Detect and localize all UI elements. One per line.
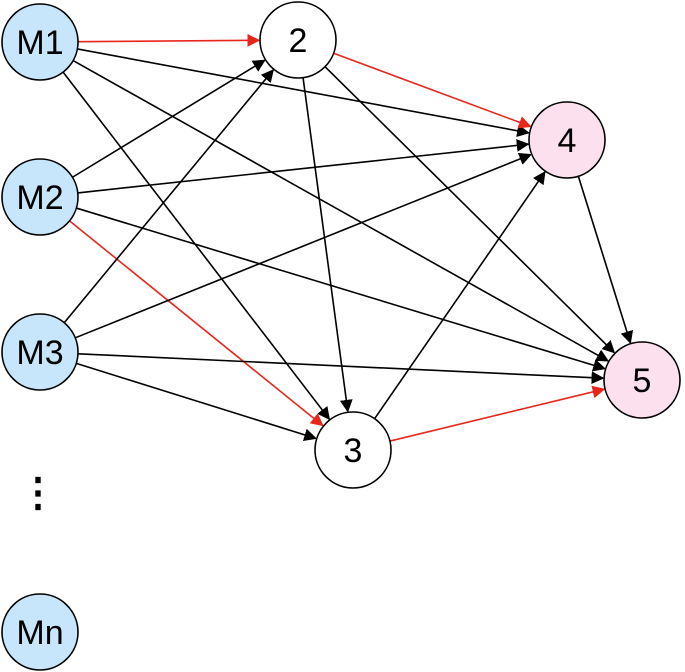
node-circle-Mn — [1, 593, 79, 671]
node-label-n3: 3 — [344, 432, 363, 470]
node-n2: 2 — [259, 1, 337, 79]
node-circle-M3 — [1, 313, 79, 391]
node-n4: 4 — [528, 101, 606, 179]
edge-M3-to-n2 — [63, 69, 274, 324]
edge-n2-to-n3 — [302, 77, 353, 413]
edge-M1-to-n3 — [62, 71, 331, 421]
edge-n4-to-n5 — [577, 176, 634, 344]
node-label-n5: 5 — [633, 362, 652, 400]
node-label-M3: M3 — [16, 334, 63, 372]
edges-layer — [62, 33, 634, 442]
node-label-Mn: Mn — [16, 614, 63, 652]
edge-M1-to-n4 — [77, 48, 530, 138]
edge-M1-to-n2 — [77, 33, 261, 47]
edge-n3-to-n5 — [389, 385, 606, 442]
edge-M3-to-n4 — [74, 152, 533, 339]
node-circle-n3 — [314, 411, 392, 489]
edge-M2-to-n2 — [72, 59, 266, 178]
node-M2: M2 — [1, 158, 79, 236]
node-circle-M1 — [1, 3, 79, 81]
node-label-n4: 4 — [558, 122, 577, 160]
edge-n3-to-n4 — [373, 171, 546, 420]
node-circle-M2 — [1, 158, 79, 236]
edge-M2-to-n5 — [76, 207, 606, 372]
edge-n2-to-n4 — [333, 52, 532, 129]
edge-M1-to-n5 — [72, 59, 610, 362]
node-n5: 5 — [603, 341, 681, 419]
edge-M3-to-n3 — [76, 362, 318, 442]
node-n3: 3 — [314, 411, 392, 489]
node-M1: M1 — [1, 3, 79, 81]
edge-M2-to-n3 — [69, 220, 324, 427]
node-circle-n5 — [603, 341, 681, 419]
node-circle-n2 — [259, 1, 337, 79]
edge-M3-to-n5 — [77, 352, 605, 385]
edge-M2-to-n4 — [77, 139, 530, 194]
node-circle-n4 — [528, 101, 606, 179]
edge-n2-to-n5 — [324, 66, 616, 354]
node-label-n2: 2 — [289, 22, 308, 60]
node-label-M1: M1 — [16, 24, 63, 62]
node-Mn: Mn — [1, 593, 79, 671]
node-label-M2: M2 — [16, 179, 63, 217]
node-M3: M3 — [1, 313, 79, 391]
more-inputs-ellipsis: ⋮ — [18, 471, 58, 515]
